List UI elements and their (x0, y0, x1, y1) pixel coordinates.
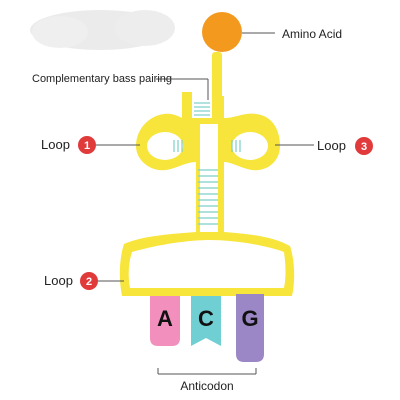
leader-lines (96, 32, 314, 375)
anticodon-label: Anticodon (180, 379, 233, 393)
loop-1-number: 1 (84, 140, 90, 152)
base-pair-lines (173, 102, 241, 225)
loop-3-badge (355, 137, 373, 155)
base-g: G (236, 294, 264, 362)
loop-3-word: Loop (317, 138, 346, 153)
base-c-letter: C (198, 306, 214, 331)
loop-2-badge (80, 272, 98, 290)
loop-3-number: 3 (361, 141, 367, 153)
base-a: A (150, 296, 180, 346)
base-pairing-label: Complementary bass pairing (32, 73, 172, 85)
loop-3-callout: Loop 3 (317, 137, 373, 155)
anticodon-bases: A C G (150, 294, 264, 362)
blurred-watermark (30, 10, 175, 50)
loop-1-word: Loop (41, 137, 70, 152)
base-c: C (191, 296, 221, 346)
loop-2-callout: Loop 2 (44, 272, 98, 290)
loop-1-callout: Loop 1 (41, 136, 96, 154)
amino-acid-label: Amino Acid (282, 27, 342, 41)
loop-1-badge (78, 136, 96, 154)
acceptor-stem (212, 52, 222, 100)
loop-2-number: 2 (86, 276, 92, 288)
base-a-letter: A (157, 306, 173, 331)
loop-2-word: Loop (44, 273, 73, 288)
base-g-letter: G (241, 306, 258, 331)
amino-acid-ball (202, 12, 242, 52)
trna-inner (128, 124, 286, 288)
